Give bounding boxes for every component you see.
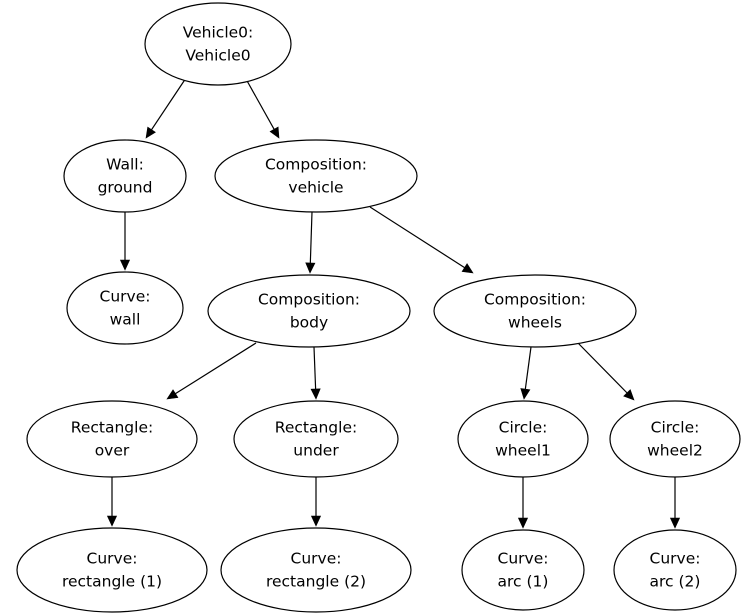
node-label-type-curve_arc_1: Curve: [498,550,549,568]
node-label-type-composition_vehicle: Composition: [265,156,367,174]
node-label-name-curve_arc_1: arc (1) [498,573,549,591]
node-label-type-composition_wheels: Composition: [484,291,586,309]
graph-node-composition_wheels[interactable]: Composition: wheels [433,274,637,348]
arrowhead-icon [145,126,156,139]
node-label-type-rectangle_over: Rectangle: [71,419,153,437]
graph-edge-composition_body-to-rectangle_over [175,342,257,395]
graph-edge-composition_wheels-to-circle_wheel1 [524,346,532,390]
arrowhead-icon [119,259,131,271]
arrowhead-icon [106,515,118,527]
node-label-type-curve_wall: Curve: [100,288,151,306]
node-label-name-rectangle_under: under [293,442,339,460]
node-label-name-curve_rectangle_1: rectangle (1) [62,573,162,591]
graph-node-vehicle0[interactable]: Vehicle0: Vehicle0 [144,2,292,86]
arrowhead-icon [517,517,529,529]
node-label-name-vehicle0: Vehicle0 [185,47,250,65]
node-ellipse-curve_rectangle_2 [220,527,412,613]
graph-edge-composition_vehicle-to-composition_wheels [369,206,465,269]
graph-node-composition_vehicle[interactable]: Composition: vehicle [214,139,418,213]
graph-node-circle_wheel1[interactable]: Circle: wheel1 [457,400,589,478]
node-ellipse-curve_arc_1 [461,529,585,611]
node-label-type-vehicle0: Vehicle0: [183,24,254,42]
graph-node-curve_arc_2[interactable]: Curve: arc (2) [613,529,737,611]
node-label-type-rectangle_under: Rectangle: [275,419,357,437]
node-label-type-circle_wheel1: Circle: [499,419,548,437]
node-ellipse-rectangle_over [26,400,198,478]
node-label-name-composition_vehicle: vehicle [288,179,343,197]
graph-edge-vehicle0-to-composition_vehicle [245,78,275,130]
arrowhead-icon [461,263,474,274]
graph-node-curve_wall[interactable]: Curve: wall [66,271,184,345]
node-ellipse-composition_wheels [433,274,637,348]
graph-node-composition_body[interactable]: Composition: body [207,274,411,348]
node-label-name-wall_ground: ground [98,179,153,197]
graph-node-curve_arc_1[interactable]: Curve: arc (1) [461,529,585,611]
node-label-type-curve_arc_2: Curve: [650,550,701,568]
node-label-name-curve_rectangle_2: rectangle (2) [266,573,366,591]
node-ellipse-rectangle_under [233,400,399,478]
node-label-name-composition_body: body [290,314,328,332]
graph-edge-vehicle0-to-wall_ground [151,77,187,131]
graph-node-circle_wheel2[interactable]: Circle: wheel2 [609,400,741,478]
node-ellipse-circle_wheel1 [457,400,589,478]
node-label-type-curve_rectangle_1: Curve: [87,550,138,568]
arrowhead-icon [310,515,322,527]
arrowhead-icon [669,517,681,529]
node-ellipse-curve_arc_2 [613,529,737,611]
node-ellipse-composition_vehicle [214,139,418,213]
node-label-name-curve_arc_2: arc (2) [650,573,701,591]
node-label-name-composition_wheels: wheels [508,314,562,332]
node-label-name-curve_wall: wall [110,311,141,329]
arrowhead-icon [166,389,179,400]
node-label-type-circle_wheel2: Circle: [651,419,700,437]
node-label-name-circle_wheel1: wheel1 [495,442,551,460]
graph-node-rectangle_over[interactable]: Rectangle: over [26,400,198,478]
arrowhead-icon [310,388,321,400]
node-label-name-circle_wheel2: wheel2 [647,442,703,460]
node-ellipse-circle_wheel2 [609,400,741,478]
graph-edge-composition_wheels-to-circle_wheel2 [577,342,628,394]
arrowhead-icon [520,388,531,400]
node-ellipse-curve_wall [66,271,184,345]
node-label-type-wall_ground: Wall: [106,156,144,174]
edges-layer [106,77,681,529]
graph-node-curve_rectangle_1[interactable]: Curve: rectangle (1) [16,527,208,613]
nodes-layer: Vehicle0:Vehicle0Wall:groundComposition:… [16,2,741,613]
graph-node-wall_ground[interactable]: Wall: ground [63,139,187,213]
node-ellipse-curve_rectangle_1 [16,527,208,613]
graph-node-rectangle_under[interactable]: Rectangle: under [233,400,399,478]
node-ellipse-wall_ground [63,139,187,213]
arrowhead-icon [305,262,316,274]
node-ellipse-composition_body [207,274,411,348]
arrowhead-icon [269,126,280,139]
node-label-type-composition_body: Composition: [258,291,360,309]
graph-node-curve_rectangle_2[interactable]: Curve: rectangle (2) [220,527,412,613]
graph-edge-composition_body-to-rectangle_under [313,346,317,390]
graph-edge-composition_vehicle-to-composition_body [309,211,313,264]
node-ellipse-vehicle0 [144,2,292,86]
arrowhead-icon [623,389,635,401]
node-label-type-curve_rectangle_2: Curve: [291,550,342,568]
node-label-name-rectangle_over: over [95,442,130,460]
